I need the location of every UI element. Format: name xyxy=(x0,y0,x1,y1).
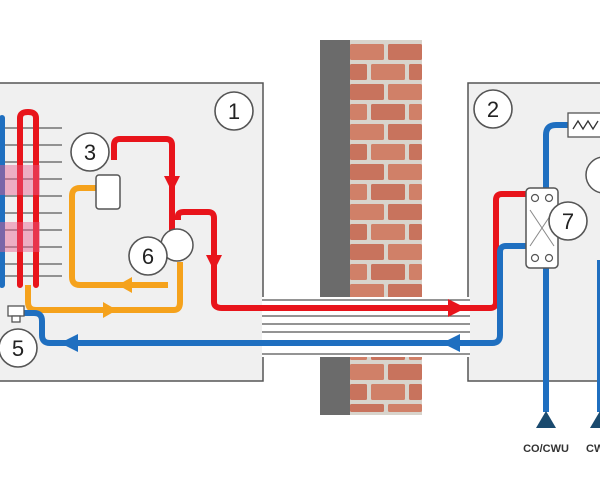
brick xyxy=(388,164,422,180)
svg-text:5: 5 xyxy=(12,336,24,361)
brick xyxy=(388,44,422,60)
outlet-heating: CO/CWU xyxy=(523,411,569,455)
brick xyxy=(371,264,405,280)
brick xyxy=(350,184,367,200)
brick xyxy=(388,244,422,260)
orange-arrow-left xyxy=(118,277,132,293)
brick xyxy=(371,384,405,400)
blue-arrow-left xyxy=(60,334,78,352)
red-arrow-down-1 xyxy=(164,176,180,192)
badge-fan: 6 xyxy=(128,236,168,276)
svg-text:1: 1 xyxy=(228,99,240,124)
brick xyxy=(371,184,405,200)
brick xyxy=(409,104,422,120)
badge-outdoor-unit: 1 xyxy=(214,91,254,131)
badge-exchanger: 7 xyxy=(548,201,588,241)
svg-text:CW: CW xyxy=(586,443,600,455)
brick xyxy=(371,144,405,160)
wall-insulation xyxy=(320,40,350,415)
wall xyxy=(320,40,422,415)
brick xyxy=(350,384,367,400)
brick xyxy=(409,384,422,400)
badge-indoor-unit: 2 xyxy=(473,89,513,129)
brick xyxy=(388,364,422,380)
blue-water-line xyxy=(16,122,600,412)
red-arrow-down-2 xyxy=(206,255,222,271)
triangle-up-icon xyxy=(536,411,556,428)
triangle-up-icon xyxy=(590,411,600,428)
brick xyxy=(409,264,422,280)
brick xyxy=(388,204,422,220)
brick xyxy=(350,104,367,120)
svg-text:2: 2 xyxy=(487,97,499,122)
svg-text:7: 7 xyxy=(562,209,574,234)
brick xyxy=(371,104,405,120)
compressor xyxy=(95,174,121,210)
expansion-valve xyxy=(7,305,25,317)
indoor-dial xyxy=(585,156,600,194)
brick xyxy=(350,364,384,380)
badge-compressor: 3 xyxy=(70,132,110,172)
brick xyxy=(409,184,422,200)
svg-text:6: 6 xyxy=(142,244,154,269)
brick xyxy=(388,124,422,140)
brick xyxy=(388,84,422,100)
orange-refrigerant-line xyxy=(25,185,183,318)
brick xyxy=(371,64,405,80)
brick xyxy=(350,164,384,180)
evaporator-coil xyxy=(0,108,40,288)
brick xyxy=(350,44,384,60)
brick xyxy=(388,284,422,300)
outlet-cold-water: CW xyxy=(586,411,600,455)
red-refrigerant-line xyxy=(111,136,530,317)
brick xyxy=(350,124,384,140)
brick xyxy=(350,224,367,240)
svg-text:CO/CWU: CO/CWU xyxy=(523,443,569,455)
brick xyxy=(350,284,384,300)
orange-arrow-right xyxy=(103,302,117,318)
red-arrow-right xyxy=(448,299,466,317)
brick xyxy=(350,404,384,412)
badge-valve: 5 xyxy=(0,328,38,368)
brick xyxy=(350,204,384,220)
blue-arrow-left-2 xyxy=(442,334,460,352)
brick xyxy=(350,264,367,280)
brick xyxy=(350,244,384,260)
brick xyxy=(371,224,405,240)
svg-text:3: 3 xyxy=(84,140,96,165)
brick xyxy=(388,404,422,412)
brick xyxy=(350,144,367,160)
brick xyxy=(409,64,422,80)
wave-display-icon xyxy=(567,112,600,138)
brick xyxy=(409,224,422,240)
brick xyxy=(409,144,422,160)
brick xyxy=(350,64,367,80)
brick xyxy=(350,84,384,100)
